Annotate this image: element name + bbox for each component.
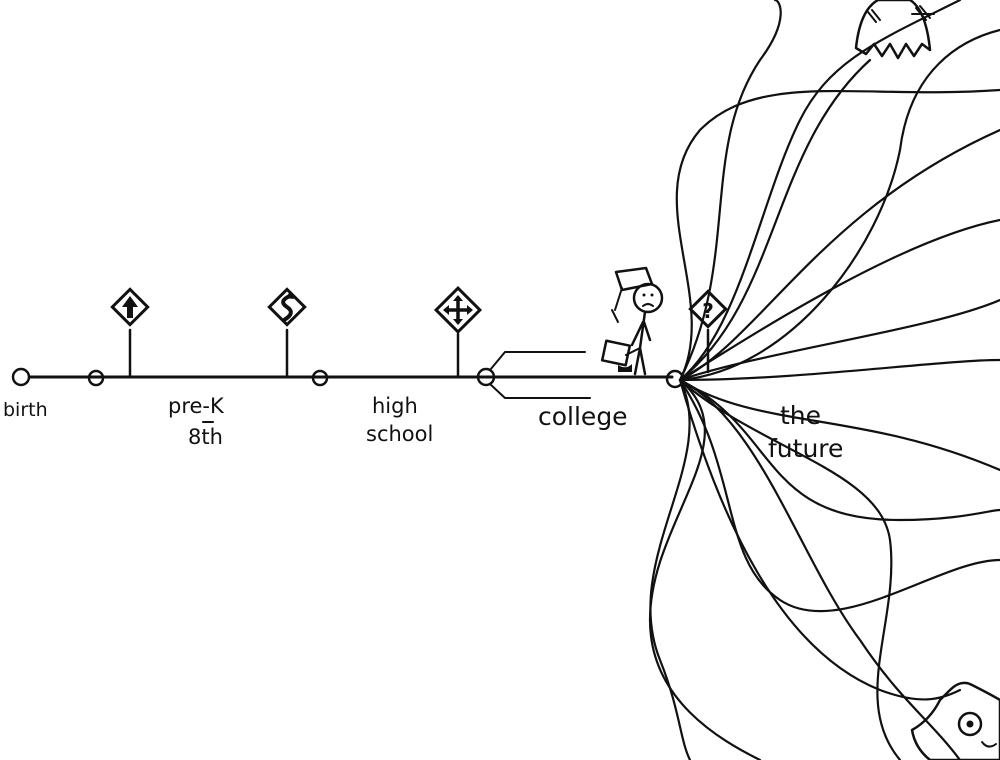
graduate-figure [602,268,662,374]
college-bracket-bottom [490,384,590,398]
label-the: the [780,401,821,430]
birth-node [13,369,29,385]
road-sign-1 [110,287,150,377]
label-high: high [372,394,418,418]
monster-bottom-icon [912,683,1000,760]
label-school: school [366,422,433,446]
label-birth: birth [3,399,48,421]
label-future: future [768,434,843,463]
diploma [602,341,630,366]
graduation-cap [616,268,652,290]
label-prek: pre-K [168,394,225,418]
road-sign-2 [267,287,307,377]
college-bracket-top [490,352,585,370]
label-college: college [538,402,628,431]
head [634,284,662,312]
future-paths [650,0,1000,760]
road-sign-3 [434,286,482,377]
label-8th: 8th [188,425,223,449]
